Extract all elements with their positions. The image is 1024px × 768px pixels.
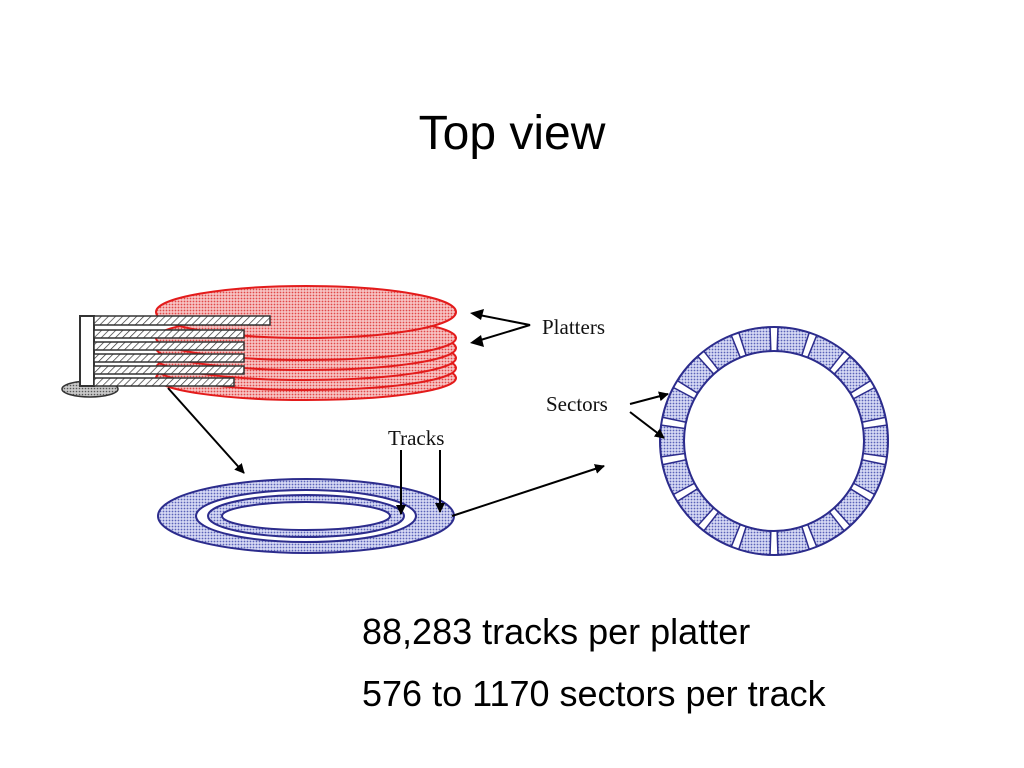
tracks-pointer [396, 450, 445, 515]
arrow-to-platter [167, 387, 245, 474]
sector-segment [833, 487, 872, 527]
sector-segment [852, 458, 887, 496]
bullet-tracks: 88,283 tracks per platter [362, 611, 751, 652]
sector-segment [659, 424, 686, 458]
bullet-list: 88,283 tracks per platter 576 to 1170 se… [362, 606, 826, 730]
sectors-pointer [629, 391, 669, 439]
actuator-arm [79, 315, 271, 387]
sector-segment [833, 355, 872, 395]
arrow-to-ring [451, 464, 605, 517]
platter-tracks [157, 478, 455, 554]
sector-segment [862, 424, 889, 458]
sector-segment [661, 458, 696, 496]
slide-title: Top view [418, 107, 606, 160]
ring-outer-edge [659, 326, 889, 556]
sector-segment [676, 355, 715, 395]
ring-inner-edge [683, 350, 865, 532]
platters-label: Platters [542, 315, 605, 339]
platters-pointer [470, 309, 531, 347]
sector-ring [659, 326, 889, 556]
sectors-label: Sectors [546, 392, 608, 416]
sector-segment [852, 386, 887, 424]
sector-segment [661, 386, 696, 424]
sector-segment [676, 487, 715, 527]
tracks-label: Tracks [388, 426, 444, 450]
bullet-sectors: 576 to 1170 sectors per track [362, 673, 826, 714]
